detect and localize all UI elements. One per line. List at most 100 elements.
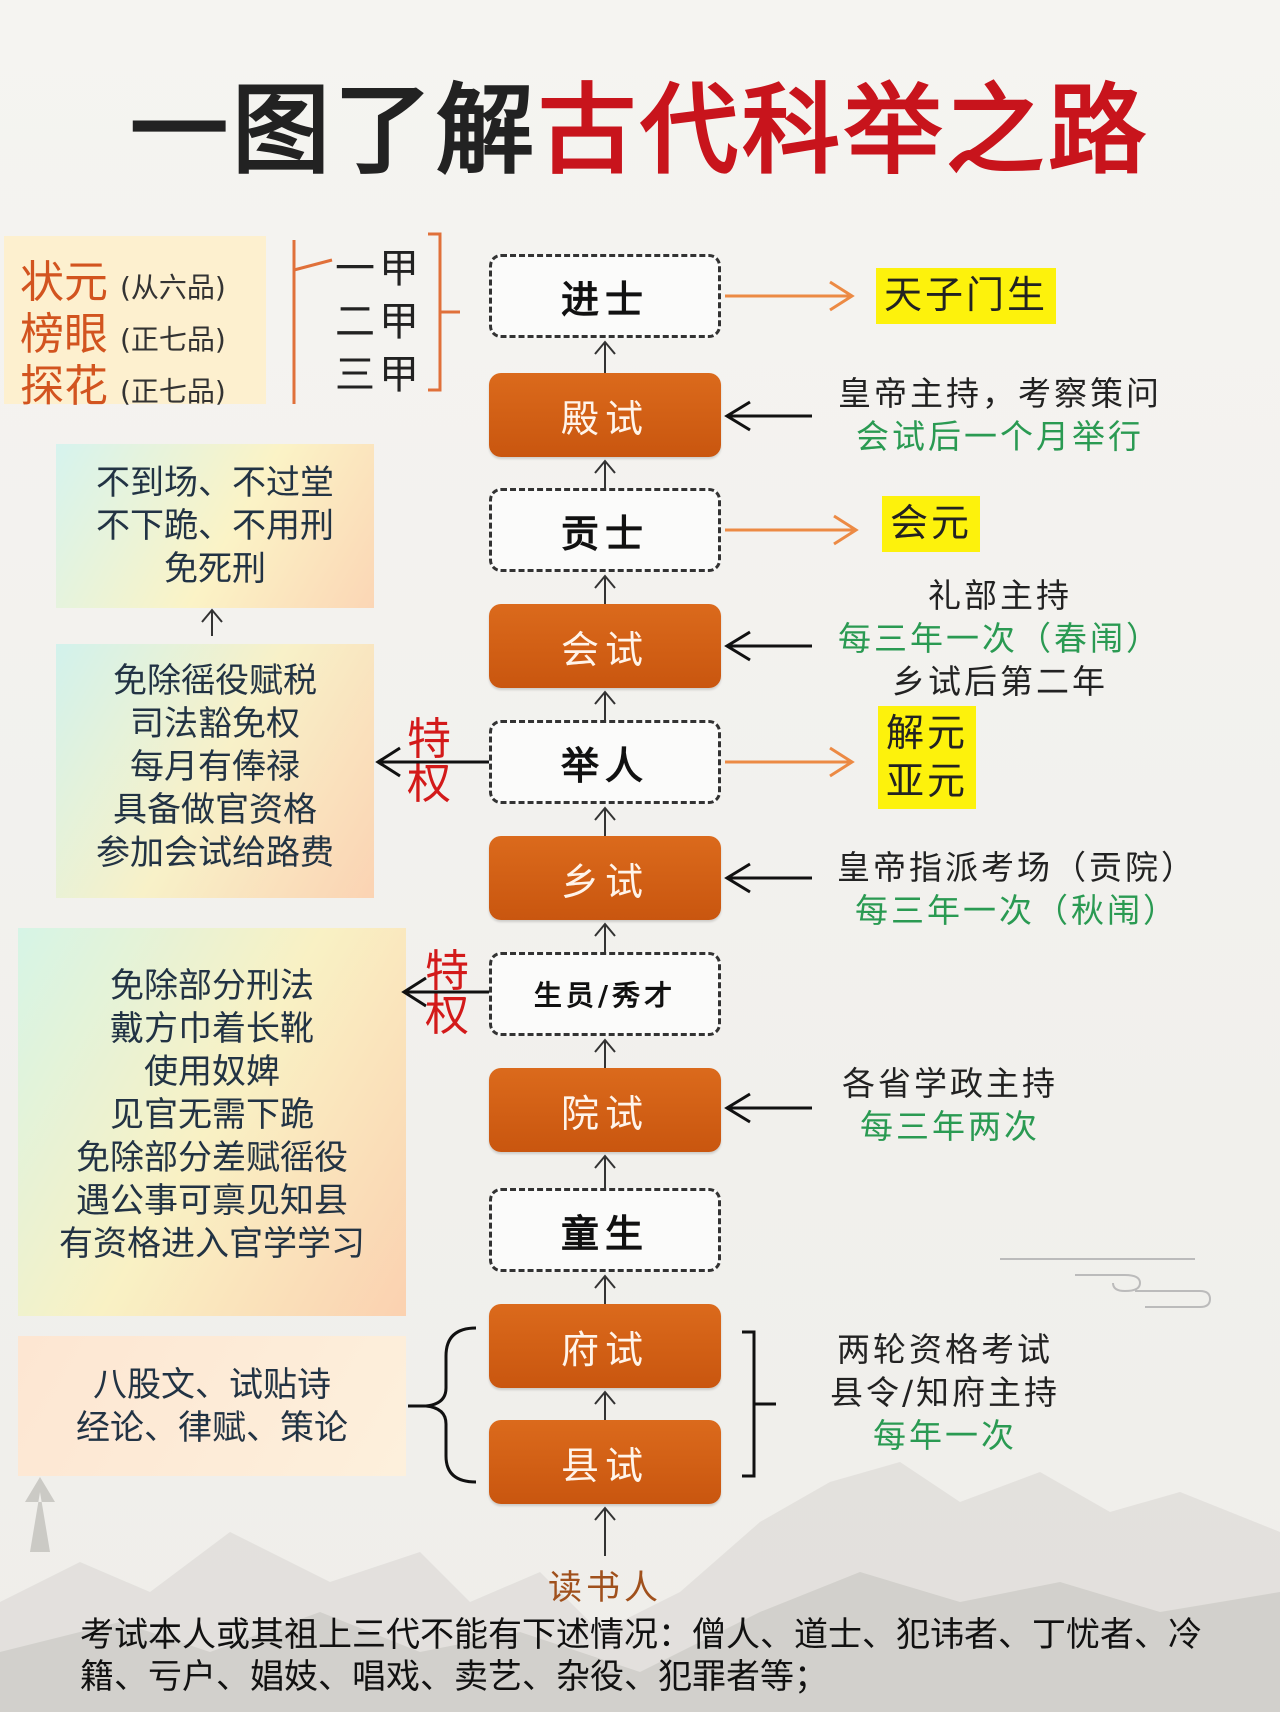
shengyuan-privilege-box: 免除部分刑法 戴方巾着长靴 使用奴婢 见官无需下跪 免除部分差赋徭役 遇公事可禀… bbox=[18, 928, 406, 1316]
up-arrow-icon bbox=[594, 1506, 616, 1556]
up-arrow-icon bbox=[594, 574, 616, 604]
privilege-line: 见官无需下跪 bbox=[110, 1095, 314, 1135]
left-arrow-icon bbox=[724, 862, 812, 894]
info-yuanshi: 各省学政主持 每三年两次 bbox=[830, 1062, 1070, 1148]
info-dianshi-timing: 会试后一个月举行 bbox=[856, 417, 1144, 456]
privilege-line: 不下跪、不用刑 bbox=[96, 506, 334, 546]
rank-tanhua: 探花(正七品) bbox=[20, 350, 226, 414]
node-juren: 举人 bbox=[489, 720, 721, 804]
left-arrow-icon bbox=[724, 400, 812, 432]
rank-box bbox=[4, 236, 266, 404]
left-arrow-icon bbox=[724, 1092, 812, 1124]
juren-privilege-box: 免除徭役赋税 司法豁免权 每月有俸禄 具备做官资格 参加会试给路费 bbox=[56, 644, 374, 898]
up-arrow-icon bbox=[201, 608, 223, 636]
node-huishi: 会试 bbox=[489, 604, 721, 688]
info-yuanshi-host: 各省学政主持 bbox=[842, 1064, 1058, 1103]
privilege-line: 不到场、不过堂 bbox=[96, 463, 334, 503]
node-xianshi: 县试 bbox=[489, 1420, 721, 1504]
info-fuxian-type: 两轮资格考试 bbox=[837, 1330, 1053, 1369]
reader-label: 读书人 bbox=[548, 1568, 662, 1608]
tequan-char: 权 bbox=[425, 990, 469, 1041]
subject-line: 经论、律赋、策论 bbox=[76, 1408, 348, 1448]
up-arrow-icon bbox=[594, 1390, 616, 1420]
info-xiangshi-host: 皇帝指派考场（贡院） bbox=[837, 848, 1197, 887]
rank-zhuangyuan: 状元 (从六品) bbox=[20, 246, 226, 310]
highlight-jieyuan-yayuan: 解元 亚元 bbox=[878, 706, 977, 809]
tequan-char: 特 bbox=[425, 946, 469, 997]
tequan-label-juren: 特 权 bbox=[404, 718, 454, 806]
rank-grade: (正七品) bbox=[120, 323, 226, 356]
privilege-line: 使用奴婢 bbox=[144, 1052, 280, 1092]
left-curly-brace bbox=[408, 1326, 477, 1484]
node-yuanshi: 院试 bbox=[489, 1068, 721, 1152]
right-square-bracket bbox=[742, 1330, 776, 1478]
rank-bracket bbox=[292, 240, 333, 404]
up-arrow-icon bbox=[594, 806, 616, 836]
cloud-decoration bbox=[1000, 1258, 1212, 1308]
rank-name: 状元 bbox=[20, 257, 108, 308]
info-xiangshi-frequency: 每三年一次（秋闱） bbox=[855, 891, 1179, 930]
info-yuanshi-frequency: 每三年两次 bbox=[860, 1107, 1040, 1146]
up-arrow-icon bbox=[594, 922, 616, 952]
privilege-line: 遇公事可禀见知县 bbox=[76, 1181, 348, 1221]
highlight-jieyuan: 解元 bbox=[886, 711, 969, 755]
info-dianshi-host: 皇帝主持，考察策问 bbox=[838, 374, 1162, 413]
page-title: 一图了解古代科举之路 bbox=[0, 77, 1280, 186]
gongshi-privilege-box: 不到场、不过堂 不下跪、不用刑 免死刑 bbox=[56, 444, 374, 608]
info-huishi-timing: 乡试后第二年 bbox=[892, 662, 1108, 701]
jia-first: 一甲 bbox=[335, 246, 423, 292]
privilege-line: 有资格进入官学学习 bbox=[59, 1224, 365, 1264]
node-fushi: 府试 bbox=[489, 1304, 721, 1388]
node-gongshi: 贡士 bbox=[489, 488, 721, 572]
info-fuxian-host: 县令/知府主持 bbox=[829, 1373, 1061, 1412]
left-arrow-icon bbox=[401, 976, 489, 1008]
node-tongsheng: 童生 bbox=[489, 1188, 721, 1272]
rank-name: 探花 bbox=[20, 361, 108, 412]
orange-arrows bbox=[725, 280, 859, 778]
node-dianshi: 殿试 bbox=[489, 373, 721, 457]
jia-third: 三甲 bbox=[335, 352, 423, 398]
black-arrows bbox=[375, 400, 812, 1124]
jia-bracket bbox=[428, 232, 460, 392]
orange-right-arrow-icon bbox=[725, 514, 859, 546]
up-arrow-icon bbox=[594, 340, 616, 373]
title-part-red: 古代科举之路 bbox=[538, 74, 1151, 188]
up-arrow-icon bbox=[594, 1154, 616, 1188]
node-shengyuan: 生员/秀才 bbox=[489, 952, 721, 1036]
info-huishi-frequency: 每三年一次（春闱） bbox=[838, 619, 1162, 658]
node-xiangshi: 乡试 bbox=[489, 836, 721, 920]
privilege-line: 免除徭役赋税 bbox=[113, 661, 317, 701]
privilege-line: 免除部分刑法 bbox=[110, 966, 314, 1006]
highlight-huiyuan: 会元 bbox=[882, 496, 981, 552]
tequan-char: 特 bbox=[407, 714, 451, 765]
rank-name: 榜眼 bbox=[20, 309, 108, 360]
subjects-box: 八股文、试贴诗 经论、律赋、策论 bbox=[18, 1336, 406, 1476]
eligibility-footnote: 考试本人或其祖上三代不能有下述情况：僧人、道士、犯讳者、丁忧者、冷籍、亏户、娼妓… bbox=[80, 1615, 1202, 1697]
left-arrow-icon bbox=[375, 746, 489, 778]
info-fuxian-frequency: 每年一次 bbox=[873, 1416, 1017, 1455]
rank-grade: (从六品) bbox=[120, 271, 226, 304]
tequan-char: 权 bbox=[407, 758, 451, 809]
info-xiangshi: 皇帝指派考场（贡院） 每三年一次（秋闱） bbox=[822, 846, 1212, 932]
highlight-tianzi-mensheng: 天子门生 bbox=[876, 268, 1057, 324]
privilege-line: 戴方巾着长靴 bbox=[110, 1009, 314, 1049]
privilege-line: 免除部分差赋徭役 bbox=[76, 1138, 348, 1178]
up-arrows bbox=[201, 340, 616, 1556]
info-huishi-host: 礼部主持 bbox=[928, 576, 1072, 615]
privilege-line: 每月有俸禄 bbox=[130, 747, 300, 787]
subject-line: 八股文、试贴诗 bbox=[93, 1365, 331, 1405]
privilege-line: 具备做官资格 bbox=[113, 790, 317, 830]
up-arrow-icon bbox=[594, 1038, 616, 1068]
up-arrow-icon bbox=[594, 1274, 616, 1304]
up-arrow-icon bbox=[594, 690, 616, 720]
up-arrow-icon bbox=[594, 459, 616, 488]
tequan-label-shengyuan: 特 权 bbox=[422, 950, 472, 1038]
mountain-landscape-decoration bbox=[0, 1462, 1280, 1712]
rank-bangyan: 榜眼 (正七品) bbox=[20, 298, 226, 362]
highlight-yayuan: 亚元 bbox=[886, 758, 969, 803]
orange-right-arrow-icon bbox=[725, 746, 855, 778]
info-fushi-xianshi: 两轮资格考试 县令/知府主持 每年一次 bbox=[820, 1328, 1070, 1457]
title-part-black: 一图了解 bbox=[129, 74, 538, 188]
info-dianshi: 皇帝主持，考察策问 会试后一个月举行 bbox=[820, 372, 1180, 458]
